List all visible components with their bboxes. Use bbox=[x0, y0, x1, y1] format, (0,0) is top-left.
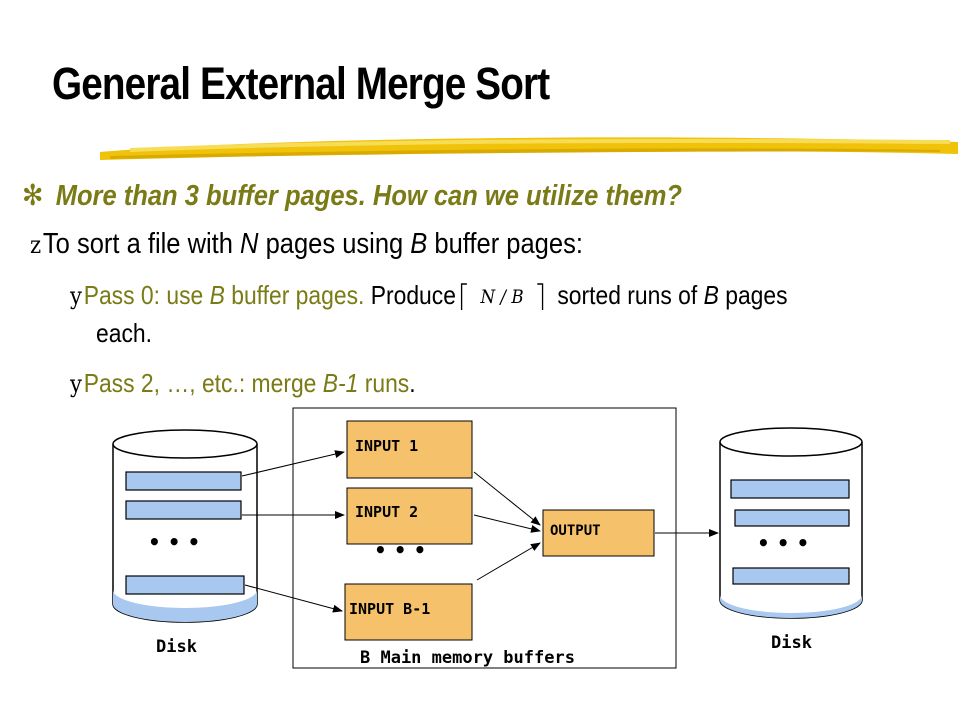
bullet-2-text: pages using bbox=[258, 228, 411, 260]
disk-page bbox=[730, 479, 850, 499]
bullet-2-text: To sort a file with bbox=[42, 228, 241, 260]
var-b: B bbox=[703, 280, 719, 310]
sub-1-text: pages bbox=[718, 280, 788, 310]
arrow-input-b-1-to-output bbox=[476, 542, 541, 581]
input-b-1-buffer bbox=[344, 583, 473, 641]
slide-title: General External Merge Sort bbox=[52, 58, 550, 109]
var-b: B bbox=[410, 228, 428, 260]
sub-2-text: Pass 2, …, etc.: merge bbox=[83, 368, 323, 398]
input-2-label: INPUT 2 bbox=[355, 503, 418, 521]
disk-page bbox=[125, 471, 242, 491]
sub-1-text: buffer pages. bbox=[224, 280, 371, 310]
y-bullet-icon: y bbox=[70, 370, 82, 398]
input-b-1-label: INPUT B-1 bbox=[349, 600, 430, 618]
arrow-disk-to-input-b-1 bbox=[244, 584, 343, 613]
input-2-buffer bbox=[346, 487, 473, 545]
sub-1-text: Produce bbox=[370, 280, 456, 310]
var-n: N bbox=[240, 228, 259, 260]
sub-1-text: sorted runs of bbox=[550, 280, 704, 310]
sub-bullet-1-continued: each. bbox=[96, 318, 152, 348]
left-disk-label: Disk bbox=[156, 637, 197, 657]
disk-page bbox=[125, 575, 245, 595]
sub-2-text: . bbox=[409, 368, 416, 398]
output-buffer bbox=[542, 509, 655, 557]
bullet-1: ✻ More than 3 buffer pages. How can we ut… bbox=[22, 178, 682, 213]
asterisk-bullet-icon: ✻ bbox=[22, 180, 44, 212]
arrow-input-2-to-output bbox=[473, 514, 541, 533]
y-bullet-icon: y bbox=[70, 282, 82, 310]
sub-1-text: Pass 0: use bbox=[83, 280, 210, 310]
buffer-dots: • • • bbox=[374, 538, 426, 562]
right-disk: • • • Disk bbox=[719, 427, 863, 653]
disk-page bbox=[734, 509, 850, 527]
z-bullet-icon: z bbox=[30, 231, 42, 259]
right-disk-label: Disk bbox=[771, 633, 812, 653]
disk-page bbox=[732, 567, 850, 585]
var-b: B bbox=[209, 280, 225, 310]
formula-text: N / B bbox=[479, 286, 523, 308]
sub-bullet-2: yPass 2, …, etc.: merge B-1 runs. bbox=[70, 368, 416, 399]
input-1-buffer bbox=[346, 420, 473, 479]
bullet-1-text: More than 3 buffer pages. How can we uti… bbox=[55, 180, 683, 212]
left-disk-dots: • • • bbox=[148, 530, 200, 554]
ceiling-formula: N / B bbox=[458, 282, 546, 312]
sub-2-text: runs bbox=[358, 368, 410, 398]
var-b-minus-1: B-1 bbox=[322, 368, 359, 398]
input-1-label: INPUT 1 bbox=[355, 437, 418, 455]
left-disk: • • • Disk bbox=[112, 429, 258, 657]
output-label: OUTPUT bbox=[550, 523, 601, 539]
sub-bullet-1: yPass 0: use B buffer pages. Produce N / … bbox=[70, 280, 788, 312]
bullet-2: zTo sort a file with N pages using B buf… bbox=[30, 228, 583, 261]
memory-buffers-label: B Main memory buffers bbox=[360, 648, 575, 668]
arrow-input-1-to-output bbox=[473, 471, 541, 526]
disk-page bbox=[125, 500, 242, 520]
arrow-disk-to-input-1 bbox=[241, 450, 345, 477]
right-disk-dots: • • • bbox=[757, 531, 809, 555]
highlighter-stroke bbox=[100, 137, 958, 160]
bullet-2-text: buffer pages: bbox=[427, 228, 583, 260]
